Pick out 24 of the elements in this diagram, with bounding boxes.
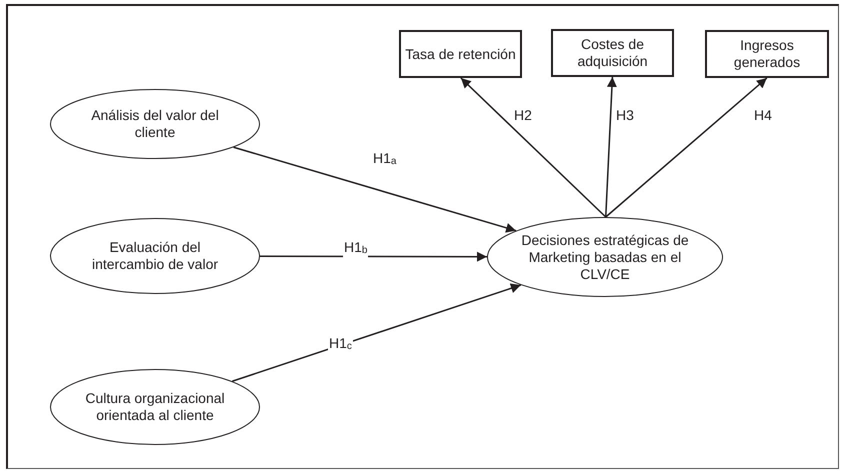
node-label: Cultura organizacional orientada al cliente — [84, 390, 226, 424]
arrow — [605, 76, 617, 218]
node-label: Ingresos generados — [732, 37, 802, 71]
edge-label: H2 — [513, 107, 533, 123]
construct-ellipse — [50, 89, 260, 159]
arrow — [605, 77, 768, 218]
node-label: Evaluación del intercambio de valor — [90, 239, 220, 273]
edge-label: H1$_{b}$ — [343, 239, 368, 258]
node-label: Análisis del valor del cliente — [90, 107, 220, 141]
node-label: Decisiones estratégicas de Marketing basadas en el CLV/CE — [520, 232, 690, 282]
outcome-box — [705, 30, 829, 78]
outcome-box — [551, 29, 674, 77]
node-label: Tasa de retención — [404, 46, 517, 62]
construct-ellipse — [50, 218, 260, 294]
arrow — [260, 252, 487, 262]
arrow — [233, 146, 516, 233]
construct-ellipse — [50, 369, 260, 445]
edge-label: H4 — [753, 107, 773, 123]
arrow — [460, 77, 606, 218]
outcome-box — [399, 30, 522, 78]
edge-label: H3 — [615, 107, 635, 123]
arrow — [232, 283, 522, 382]
node-label: Costes de adquisición — [576, 36, 649, 70]
construct-ellipse — [487, 217, 723, 297]
